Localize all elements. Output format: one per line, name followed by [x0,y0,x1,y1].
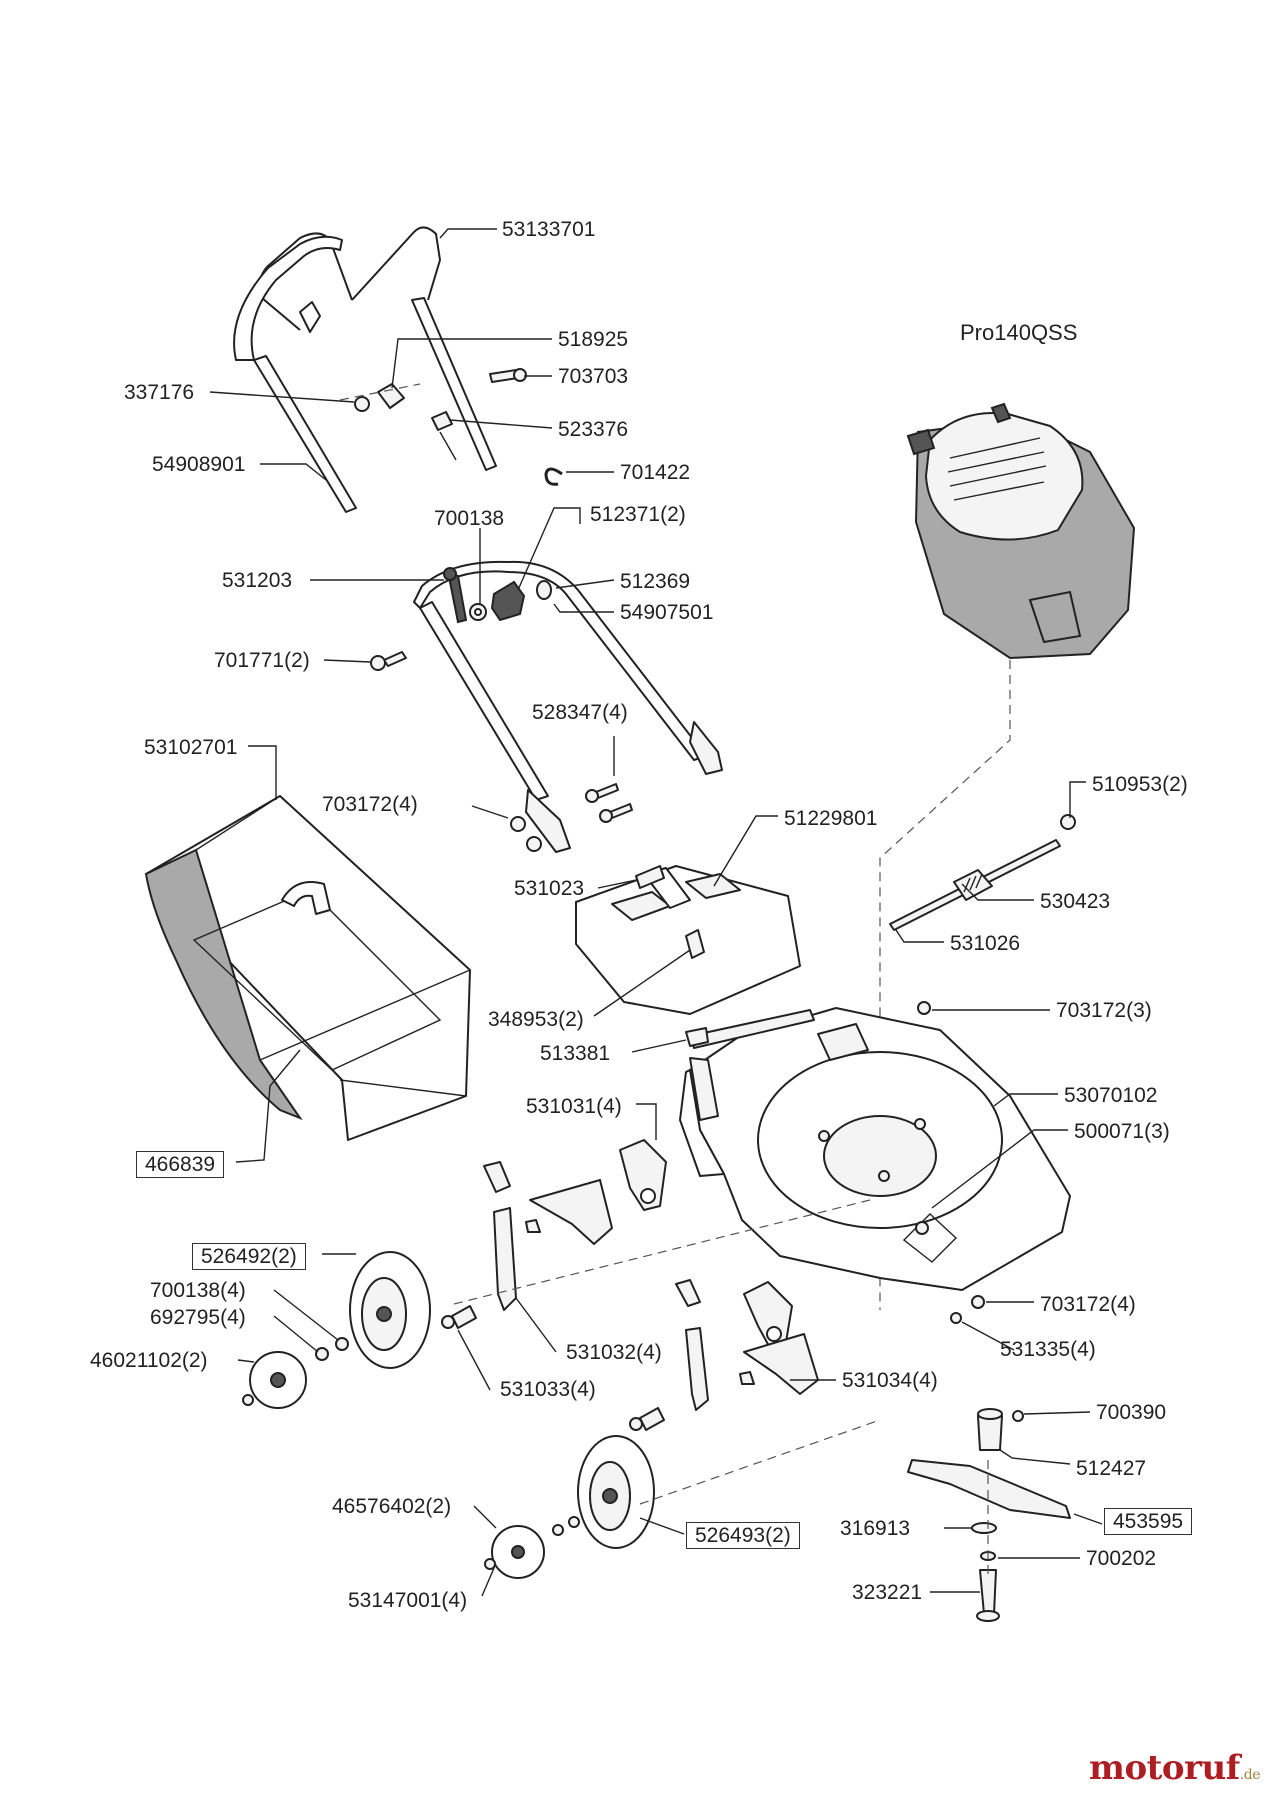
label-54908901: 54908901 [152,453,246,476]
grass-catcher-bag [144,795,471,1141]
label-54907501: 54907501 [620,601,714,624]
nut-703172-top [917,1001,931,1015]
label-701771: 701771(2) [214,649,310,672]
label-703703: 703703 [558,365,629,388]
washer-700138 [469,603,487,621]
label-512371: 512371(2) [590,503,686,526]
label-692795: 692795(4) [150,1306,246,1329]
label-337176: 337176 [124,381,195,404]
label-51229801: 51229801 [784,807,878,830]
label-316913: 316913 [840,1517,911,1540]
label-703172-bottom: 703172(4) [1040,1293,1136,1316]
label-700390: 700390 [1096,1401,1167,1424]
watermark-tld: .de [1239,1767,1261,1783]
label-466839: 466839 [136,1151,225,1178]
label-531026: 531026 [950,932,1021,955]
washer-700138-4 [335,1337,349,1351]
nut-510953 [1060,814,1076,830]
engine-model-label: Pro140QSS [960,320,1078,345]
label-53070102: 53070102 [1064,1084,1158,1107]
label-531033: 531033(4) [500,1378,596,1401]
bolts-528347 [585,783,633,823]
axle-531026 [889,839,1061,931]
engine-pro140qss [906,402,1136,660]
label-512427: 512427 [1076,1457,1147,1480]
watermark-logo: motoruf.de [1089,1748,1261,1788]
label-53102701: 53102701 [144,736,238,759]
label-453595: 453595 [1104,1508,1193,1535]
blade-453595 [907,1459,1071,1519]
label-46576402: 46576402(2) [332,1495,452,1518]
label-526492: 526492(2) [192,1243,306,1270]
label-523376: 523376 [558,418,629,441]
label-528347: 528347(4) [532,701,628,724]
washer-512369 [536,580,552,600]
rear-wheel-526492 [349,1251,431,1369]
label-518925: 518925 [558,328,629,351]
label-530423: 530423 [1040,890,1111,913]
nuts-703172-handle [510,816,542,852]
label-500071: 500071(3) [1074,1120,1170,1143]
label-46021102: 46021102(2) [90,1349,208,1372]
key-700390 [1012,1410,1024,1422]
bolt-323221 [976,1569,1000,1622]
bolts-531033 [441,1305,665,1431]
knob-512371 [490,580,526,622]
label-348953: 348953(2) [488,1008,584,1031]
label-531032: 531032(4) [566,1341,662,1364]
label-700138-4: 700138(4) [150,1279,246,1302]
label-531031: 531031(4) [526,1095,622,1118]
deck-53070102 [679,1007,1071,1291]
lever-531203 [443,567,468,624]
label-531023: 531023 [514,877,585,900]
height-adjuster-531031 [619,1139,793,1349]
label-701422: 701422 [620,461,691,484]
spring-530423 [963,873,983,893]
label-700138: 700138 [434,507,505,530]
upper-handle [233,226,497,513]
label-531203: 531203 [222,569,293,592]
label-703172-handle: 703172(4) [322,793,418,816]
bushing-692795 [315,1347,329,1361]
cable-523376 [431,411,457,461]
blade-adapter-512427 [977,1408,1003,1451]
bolt-701771 [370,651,407,671]
axle-bracket-531034 [525,1179,819,1395]
watermark-brand: motoruf [1089,1748,1240,1788]
label-531034: 531034(4) [842,1369,938,1392]
label-323221: 323221 [852,1581,923,1604]
hinge-bracket-531023 [635,865,665,889]
lower-handle [413,560,723,853]
label-526493: 526493(2) [686,1522,800,1549]
screws-500071 [818,1118,926,1182]
height-lever-531032 [483,1161,709,1411]
label-53147001: 53147001(4) [348,1589,468,1612]
label-700202: 700202 [1086,1547,1157,1570]
nuts-703172-bottom [950,1295,985,1324]
leader-lines [209,228,1103,1597]
screw-703703 [489,368,527,383]
label-53133701: 53133701 [502,218,596,241]
hubcap-46021102 [242,1351,307,1409]
label-510953: 510953(2) [1092,773,1188,796]
label-512369: 512369 [620,570,691,593]
front-wheel-526493 [577,1435,655,1549]
label-531335: 531335(4) [1000,1338,1096,1361]
nut-337176 [354,396,370,412]
label-703172-top: 703172(3) [1056,999,1152,1022]
label-513381: 513381 [540,1042,611,1065]
hubcap-46576402 [484,1516,580,1579]
assembly-lines [339,383,989,1580]
deck-bracket-513381 [685,1027,709,1047]
clip-701422 [544,467,563,486]
washer-316913 [971,1522,997,1534]
cable-clip-518925 [377,383,405,409]
